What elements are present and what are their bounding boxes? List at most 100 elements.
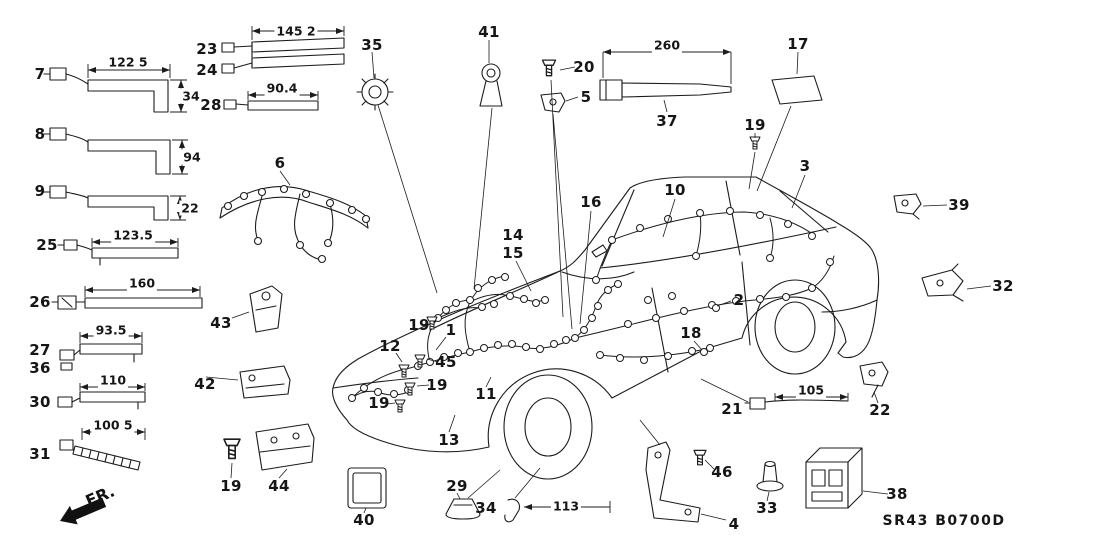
part-callout-34: 34: [475, 499, 497, 517]
part-23-24-drawing: [221, 37, 345, 74]
part-39-drawing: [893, 193, 922, 220]
dimension-label: 22: [179, 200, 201, 216]
part-38-drawing: [805, 447, 863, 509]
part-callout-19: 19: [744, 116, 766, 134]
dimension-label: 145 2: [274, 23, 318, 39]
bolt-icon: [394, 399, 406, 413]
part-33-drawing: [756, 460, 784, 492]
bolt-icon: [749, 136, 761, 150]
part-43-drawing: [249, 285, 283, 333]
part-callout-39: 39: [948, 196, 970, 214]
part-callout-37: 37: [656, 112, 678, 130]
dimension-label: 160: [126, 275, 158, 291]
dimension-label: 34: [180, 88, 202, 104]
part-callout-24: 24: [196, 61, 218, 79]
part-callout-6: 6: [274, 154, 286, 172]
rear-wheel: [754, 279, 836, 375]
dimension-label: 105: [795, 382, 827, 398]
part-callout-43: 43: [210, 314, 232, 332]
part-callout-31: 31: [29, 445, 51, 463]
part-42-drawing: [239, 365, 291, 399]
part-26-drawing: [51, 295, 203, 310]
part-callout-26: 26: [29, 293, 51, 311]
part-7-drawing: [43, 67, 169, 113]
part-callout-18: 18: [680, 324, 702, 342]
part-callout-19: 19: [426, 376, 448, 394]
dimension-label: 123.5: [111, 227, 155, 243]
dimension-label: 90.4: [264, 80, 300, 96]
dimension-label: 93.5: [93, 322, 129, 338]
part-callout-45: 45: [435, 353, 457, 371]
front-wheel: [503, 374, 593, 480]
part-callout-1: 1: [445, 321, 457, 339]
part-21-drawing: [744, 397, 849, 410]
part-callout-19: 19: [408, 316, 430, 334]
part-callout-5: 5: [580, 88, 592, 106]
misc-parts: [219, 59, 964, 523]
part-callout-41: 41: [478, 23, 500, 41]
part-callout-9: 9: [34, 182, 46, 200]
part-5-drawing: [540, 92, 566, 113]
part-9-drawing: [43, 185, 169, 221]
bolt-icon: [398, 364, 410, 378]
wire-harness: [348, 207, 835, 402]
part-31-drawing: [59, 439, 141, 471]
part-callout-8: 8: [34, 125, 46, 143]
dimension-label: 113: [550, 498, 582, 514]
part-35-drawing: [356, 73, 394, 111]
part-callout-40: 40: [353, 511, 375, 529]
part-callout-42: 42: [194, 375, 216, 393]
part-41-drawing: [479, 63, 503, 107]
part-callout-33: 33: [756, 499, 778, 517]
part-callout-22: 22: [869, 401, 891, 419]
part-6-drawing: [219, 184, 371, 264]
part-callout-16: 16: [580, 193, 602, 211]
part-callout-19: 19: [368, 394, 390, 412]
part-40-drawing: [347, 467, 387, 509]
part-callout-2: 2: [733, 291, 745, 309]
part-callout-17: 17: [787, 35, 809, 53]
part-callout-46: 46: [711, 463, 733, 481]
part-25-drawing: [57, 239, 179, 266]
part-8-drawing: [43, 127, 171, 175]
leader-lines: [205, 40, 992, 521]
dimension-label: 260: [651, 37, 683, 53]
part-callout-44: 44: [268, 477, 290, 495]
part-17-drawing: [771, 75, 823, 105]
dimension-label: 122 5: [106, 54, 150, 70]
drawing-code: SR43 B0700D: [882, 513, 1006, 529]
part-30-drawing: [57, 391, 146, 410]
part-callout-30: 30: [29, 393, 51, 411]
car-outline: [332, 176, 880, 480]
part-37-drawing: [599, 79, 732, 101]
part-callout-7: 7: [34, 65, 46, 83]
part-callout-29: 29: [446, 477, 468, 495]
part-callout-32: 32: [992, 277, 1014, 295]
part-callout-25: 25: [36, 236, 58, 254]
part-34-drawing: [504, 498, 520, 523]
part-32-drawing: [921, 263, 964, 302]
fr-arrow-icon: [60, 497, 107, 525]
part-callout-3: 3: [799, 157, 811, 175]
part-callout-4: 4: [728, 515, 740, 533]
part-callout-28: 28: [200, 96, 222, 114]
bolt-icon: [541, 59, 557, 77]
bolt-icon: [693, 449, 707, 466]
bolt-icons: [223, 59, 761, 466]
part-callout-19: 19: [220, 477, 242, 495]
part-28-drawing: [223, 99, 319, 111]
part-callout-27: 27: [29, 341, 51, 359]
part-22-drawing: [859, 361, 889, 398]
dimension-label: 94: [181, 149, 203, 165]
part-callout-35: 35: [361, 36, 383, 54]
part-callout-14: 14: [502, 226, 524, 244]
part-44-drawing: [255, 423, 315, 471]
part-callout-21: 21: [721, 400, 743, 418]
part-callout-36: 36: [29, 359, 51, 377]
harness-connectors: [348, 207, 834, 402]
part-27-36-drawing: [59, 343, 143, 371]
left-column-parts: [43, 37, 345, 471]
part-callout-20: 20: [573, 58, 595, 76]
